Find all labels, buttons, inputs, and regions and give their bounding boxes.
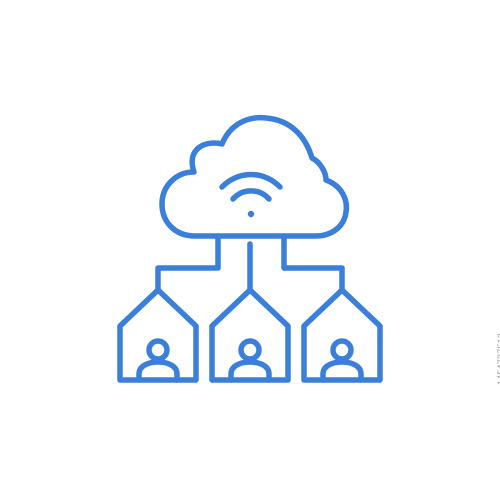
network-connector (155, 233, 345, 293)
home-office-icon-right (301, 287, 383, 383)
stock-id-label: 1454727513 (496, 332, 500, 385)
wifi-icon (219, 171, 283, 218)
home-office-icon-center (209, 287, 291, 383)
home-office-icon-left (117, 287, 199, 383)
cloud-icon (159, 114, 350, 239)
